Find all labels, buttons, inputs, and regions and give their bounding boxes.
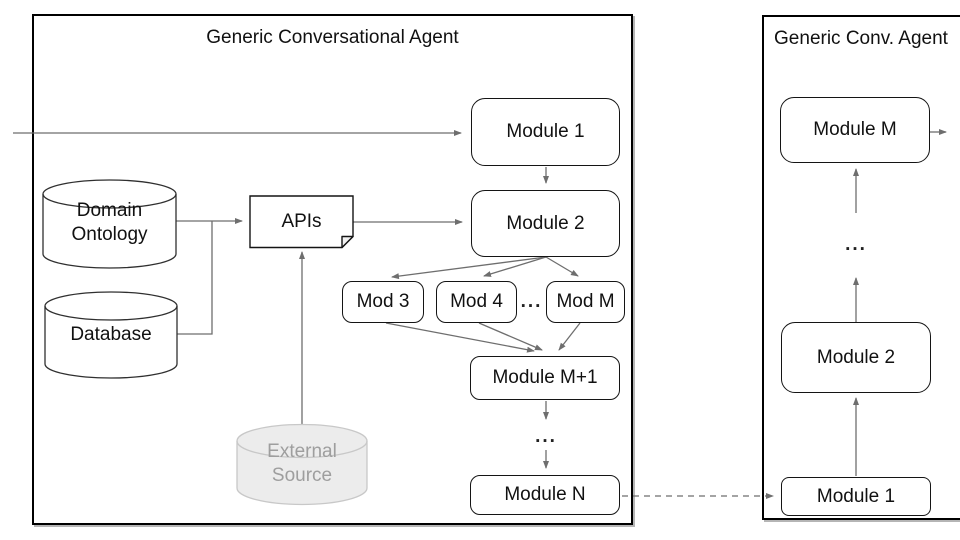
node-module-m-plus-1: Module M+1 bbox=[470, 356, 620, 400]
arrow-mod3-modulem1 bbox=[385, 322, 535, 353]
apis-document-shape bbox=[249, 195, 354, 249]
node-module-1: Module 1 bbox=[471, 98, 620, 166]
arrow-module2-mod3 bbox=[391, 256, 547, 280]
arrow-mod4-modulem1 bbox=[478, 322, 543, 351]
node-right-module-1: Module 1 bbox=[781, 477, 931, 516]
arrow-module2-modm bbox=[545, 256, 579, 277]
ellipsis-vertical: ... bbox=[535, 426, 557, 447]
node-module-n: Module N bbox=[470, 475, 620, 515]
node-module-2: Module 2 bbox=[471, 190, 620, 257]
left-panel-title: Generic Conversational Agent bbox=[206, 27, 459, 48]
domain-ontology-cylinder bbox=[42, 179, 177, 269]
database-cylinder bbox=[44, 291, 178, 379]
node-mod-4: Mod 4 bbox=[436, 281, 517, 323]
apis-label: APIs bbox=[281, 210, 322, 232]
node-right-module-m: Module M bbox=[780, 97, 930, 163]
node-mod-3: Mod 3 bbox=[342, 281, 424, 323]
ellipsis-between-mods: ... bbox=[520, 291, 543, 312]
ellipsis-right-panel: ... bbox=[845, 234, 867, 255]
right-panel-title: Generic Conv. Agent bbox=[774, 28, 948, 49]
node-mod-m: Mod M bbox=[546, 281, 625, 323]
domain-ontology-label: Domain Ontology bbox=[71, 200, 148, 245]
external-source-label: External Source bbox=[267, 441, 337, 486]
line-database-elbow bbox=[177, 221, 213, 335]
node-right-module-2: Module 2 bbox=[781, 322, 931, 393]
arrow-module2-mod4 bbox=[483, 256, 547, 277]
external-source-cylinder bbox=[236, 423, 368, 506]
database-label: Database bbox=[70, 324, 152, 345]
arrow-modm-modulem1 bbox=[558, 322, 581, 351]
